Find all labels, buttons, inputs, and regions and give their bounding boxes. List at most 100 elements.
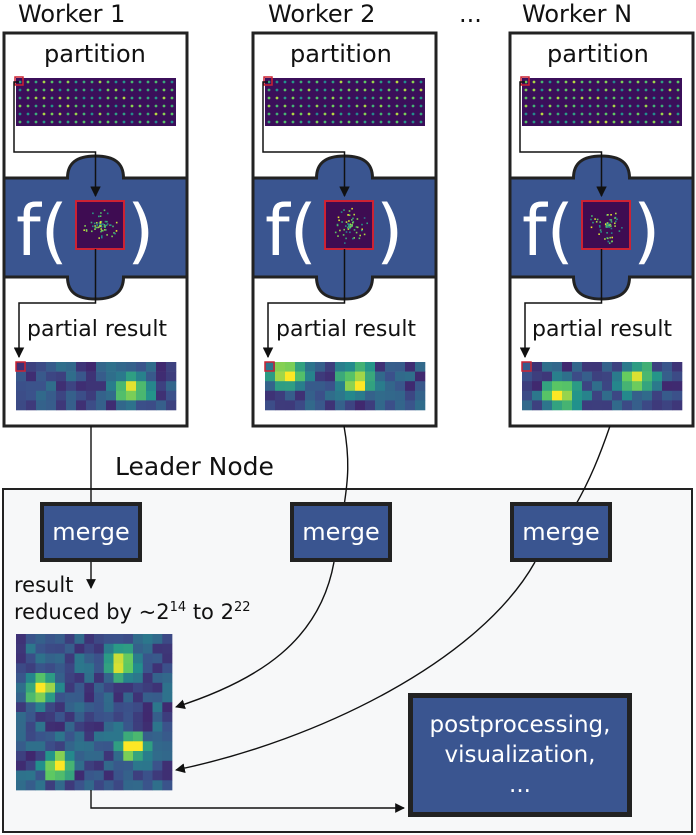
frame-pixel — [342, 234, 345, 236]
result-cell — [16, 780, 27, 791]
partition-dot — [154, 88, 158, 92]
partition-dot — [363, 104, 367, 108]
partial-result-cell — [96, 400, 107, 411]
reduction-exponent-high: 22 — [233, 600, 251, 615]
partial-result-cell — [562, 371, 573, 382]
partial-result-cell — [156, 400, 167, 411]
frame-pixel — [604, 238, 606, 240]
result-to-postprocessing-arrow — [90, 790, 405, 813]
result-cell — [103, 682, 114, 693]
partition-dot — [572, 88, 576, 92]
result-cell — [94, 653, 105, 664]
partition-dot — [596, 120, 600, 124]
partial-result-cell — [86, 362, 97, 372]
result-cell — [25, 692, 36, 703]
partition-dot — [620, 88, 624, 92]
result-cell — [84, 663, 95, 674]
frame-pixel — [594, 218, 596, 220]
partition-dot — [331, 104, 335, 108]
result-cell — [103, 643, 114, 654]
partial-result-cell — [632, 362, 643, 372]
result-cell — [25, 653, 36, 664]
result-cell — [103, 721, 114, 732]
partition-dot — [532, 104, 536, 108]
partition-dot — [580, 80, 584, 84]
partition-dot — [660, 96, 664, 100]
partition-dot — [564, 112, 568, 116]
result-cell — [113, 692, 124, 703]
frame-pixel — [85, 229, 88, 231]
partition-dot — [50, 88, 54, 92]
postprocessing-line-1: postprocessing, — [429, 712, 611, 738]
frame-pixel — [610, 214, 612, 216]
partition-dot — [74, 80, 78, 84]
partition-dot — [275, 104, 279, 108]
partition-dot — [299, 112, 303, 116]
partition-dot — [355, 80, 359, 84]
partition-dot — [612, 96, 616, 100]
result-cell — [84, 653, 95, 664]
partition-dot — [387, 80, 391, 84]
partition-dot — [66, 96, 70, 100]
partial-result-cell — [632, 390, 643, 401]
partition-dot — [34, 104, 38, 108]
partition-dot — [347, 96, 351, 100]
frame-pixel — [359, 234, 361, 237]
frame-pixel — [348, 210, 351, 212]
partition-dot — [395, 112, 399, 116]
partial-result-cell — [612, 400, 623, 411]
result-cell — [133, 721, 144, 732]
result-cell — [142, 702, 153, 713]
partition-dot — [636, 88, 640, 92]
result-cell — [142, 712, 153, 723]
partition-dot — [548, 120, 552, 124]
partition-dot — [122, 88, 126, 92]
result-cell — [55, 653, 66, 664]
partial-result-cell — [562, 362, 573, 372]
partition-dot — [588, 88, 592, 92]
partition-dot — [66, 120, 70, 124]
partial-result-cell — [652, 400, 663, 411]
partial-result-cell — [572, 381, 583, 392]
partition-dot — [403, 80, 407, 84]
partition-dot — [42, 104, 46, 108]
result-cell — [94, 760, 105, 771]
partition-dot — [548, 96, 552, 100]
frame-pixel — [341, 221, 343, 223]
result-cell — [74, 643, 85, 654]
partition-dot — [275, 88, 279, 92]
partition-dot — [588, 80, 592, 84]
partition-dot — [379, 120, 383, 124]
result-cell — [64, 673, 75, 684]
worker-1-partial-marker — [15, 361, 26, 372]
partition-dot — [612, 88, 616, 92]
partition-dot — [122, 96, 126, 100]
worker-2-partition-marker — [263, 76, 273, 86]
partition-dot — [548, 88, 552, 92]
partition-dot — [82, 80, 86, 84]
partial-result-cell — [582, 400, 593, 411]
result-cell — [45, 643, 56, 654]
result-cell — [74, 634, 85, 645]
partition-dot — [564, 96, 568, 100]
frame-pixel — [599, 229, 602, 231]
result-cell — [74, 751, 85, 762]
partial-result-cell — [166, 362, 177, 372]
partition-dot — [34, 80, 38, 84]
partial-result-cell — [622, 400, 633, 411]
workers-layer: f()f()f() — [2, 31, 695, 428]
partition-dot — [644, 88, 648, 92]
partition-dot — [604, 112, 608, 116]
partition-dot — [379, 96, 383, 100]
partial-result-cell — [572, 390, 583, 401]
partial-result-cell — [582, 381, 593, 392]
result-cell — [133, 760, 144, 771]
result-cell — [94, 751, 105, 762]
result-cell — [74, 653, 85, 664]
frame-pixel — [91, 230, 93, 233]
partition-dot — [82, 96, 86, 100]
partial-result-cell — [345, 390, 356, 401]
partition-dot — [668, 120, 672, 124]
frame-pixel — [100, 228, 102, 230]
partition-dot — [419, 112, 423, 116]
